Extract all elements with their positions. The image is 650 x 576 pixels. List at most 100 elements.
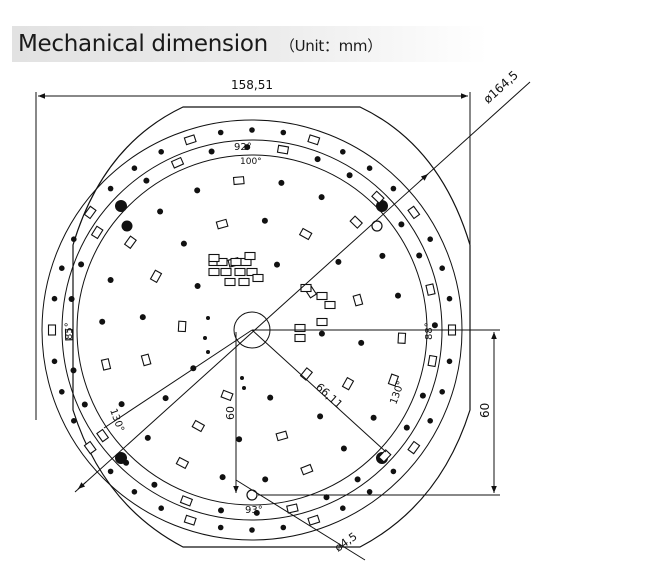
pad-dot (151, 481, 158, 488)
pad-dot (261, 217, 268, 224)
pad-dot (323, 494, 330, 501)
led-package (64, 329, 74, 341)
led-package (397, 332, 407, 344)
angle-label-top-inner: 100° (240, 157, 262, 167)
pad-dot (340, 445, 347, 452)
pad-dot (116, 201, 123, 208)
pad-dot (249, 127, 255, 133)
pad-dot (403, 424, 410, 431)
open-hole (246, 489, 258, 501)
led-package (220, 267, 232, 277)
led-package (179, 495, 194, 507)
led-package (83, 205, 97, 220)
pad-dot (242, 386, 246, 390)
pad-dot (107, 185, 114, 192)
led-package (175, 456, 190, 470)
pad-dot (419, 392, 426, 399)
pad-dot (107, 468, 114, 475)
pad-dot (59, 265, 65, 272)
pad-dot (71, 418, 77, 424)
led-package (371, 190, 385, 204)
pad-dot (194, 283, 201, 289)
led-package (230, 257, 242, 267)
led-package (244, 251, 256, 261)
led-package (299, 367, 314, 381)
led-package (220, 389, 234, 402)
pad-dot (267, 394, 274, 401)
pad-dot (139, 314, 146, 321)
led-package (294, 323, 306, 333)
pad-dot (107, 277, 114, 283)
led-package (300, 463, 314, 476)
led-package (276, 144, 290, 155)
pad-dot (317, 413, 324, 420)
width-dimension: 158,51 (231, 78, 273, 92)
pad-dot (340, 149, 346, 155)
led-package (123, 235, 137, 250)
dimension-lines (35, 81, 531, 561)
pad-dot (431, 322, 438, 329)
led-package (215, 218, 229, 230)
pad-dot (68, 296, 75, 302)
led-package (427, 354, 438, 368)
pad-dot (427, 418, 434, 424)
pad-dot (78, 261, 85, 268)
led-package (238, 277, 250, 287)
led-package (170, 156, 185, 169)
led-package (90, 225, 104, 240)
pad-dot (236, 436, 243, 443)
led-package (407, 440, 421, 455)
pad-dot (335, 258, 342, 265)
pad-dot (206, 316, 210, 320)
pad-dot (439, 265, 446, 272)
led-package (191, 419, 206, 433)
right-offset-dimension: 60 (478, 403, 492, 418)
pad-dot (354, 476, 361, 483)
led-package (96, 428, 110, 443)
pad-dot (144, 434, 151, 441)
led-package (316, 291, 328, 301)
board-outline (72, 106, 471, 548)
led-package (234, 267, 246, 277)
pad-dot (280, 524, 287, 531)
vertical-offset-dimension: 60 (224, 406, 237, 420)
led-package (232, 176, 245, 186)
pad-dot (162, 395, 169, 402)
pad-dot (366, 489, 373, 495)
pad-dot (280, 129, 287, 136)
pad-dot (262, 476, 269, 483)
led-package (140, 353, 152, 367)
pad-dot (379, 252, 386, 259)
led-package (83, 440, 97, 455)
led-package (425, 283, 436, 296)
pad-dot (358, 339, 365, 346)
pad-dot (398, 221, 405, 228)
led-package (307, 514, 321, 526)
pad-dot (180, 240, 187, 247)
pad-dot (240, 376, 244, 380)
diameter-dimension: ø164,5 (481, 68, 521, 106)
pad-dot (446, 295, 453, 302)
angle-label-left: 85° (64, 322, 75, 340)
title-text: Mechanical dimension (18, 31, 268, 57)
pad-dot (318, 330, 325, 337)
pad-dot (157, 208, 164, 215)
open-hole (371, 220, 383, 232)
led-package (208, 267, 220, 277)
led-package (349, 215, 364, 229)
led-package (286, 503, 299, 514)
section-title: Mechanical dimension（Unit：mm） (18, 31, 382, 57)
led-package (352, 293, 364, 307)
led-package (275, 430, 289, 442)
pad-dot (249, 527, 255, 533)
pad-dot (244, 144, 251, 151)
pad-dot (340, 505, 346, 512)
pad-dot (366, 165, 373, 171)
pad-dot (278, 179, 285, 186)
led-package (183, 134, 197, 146)
pad-dot (217, 524, 224, 531)
led-package (307, 134, 321, 146)
pad-dot (217, 129, 224, 136)
led-package (177, 320, 187, 333)
